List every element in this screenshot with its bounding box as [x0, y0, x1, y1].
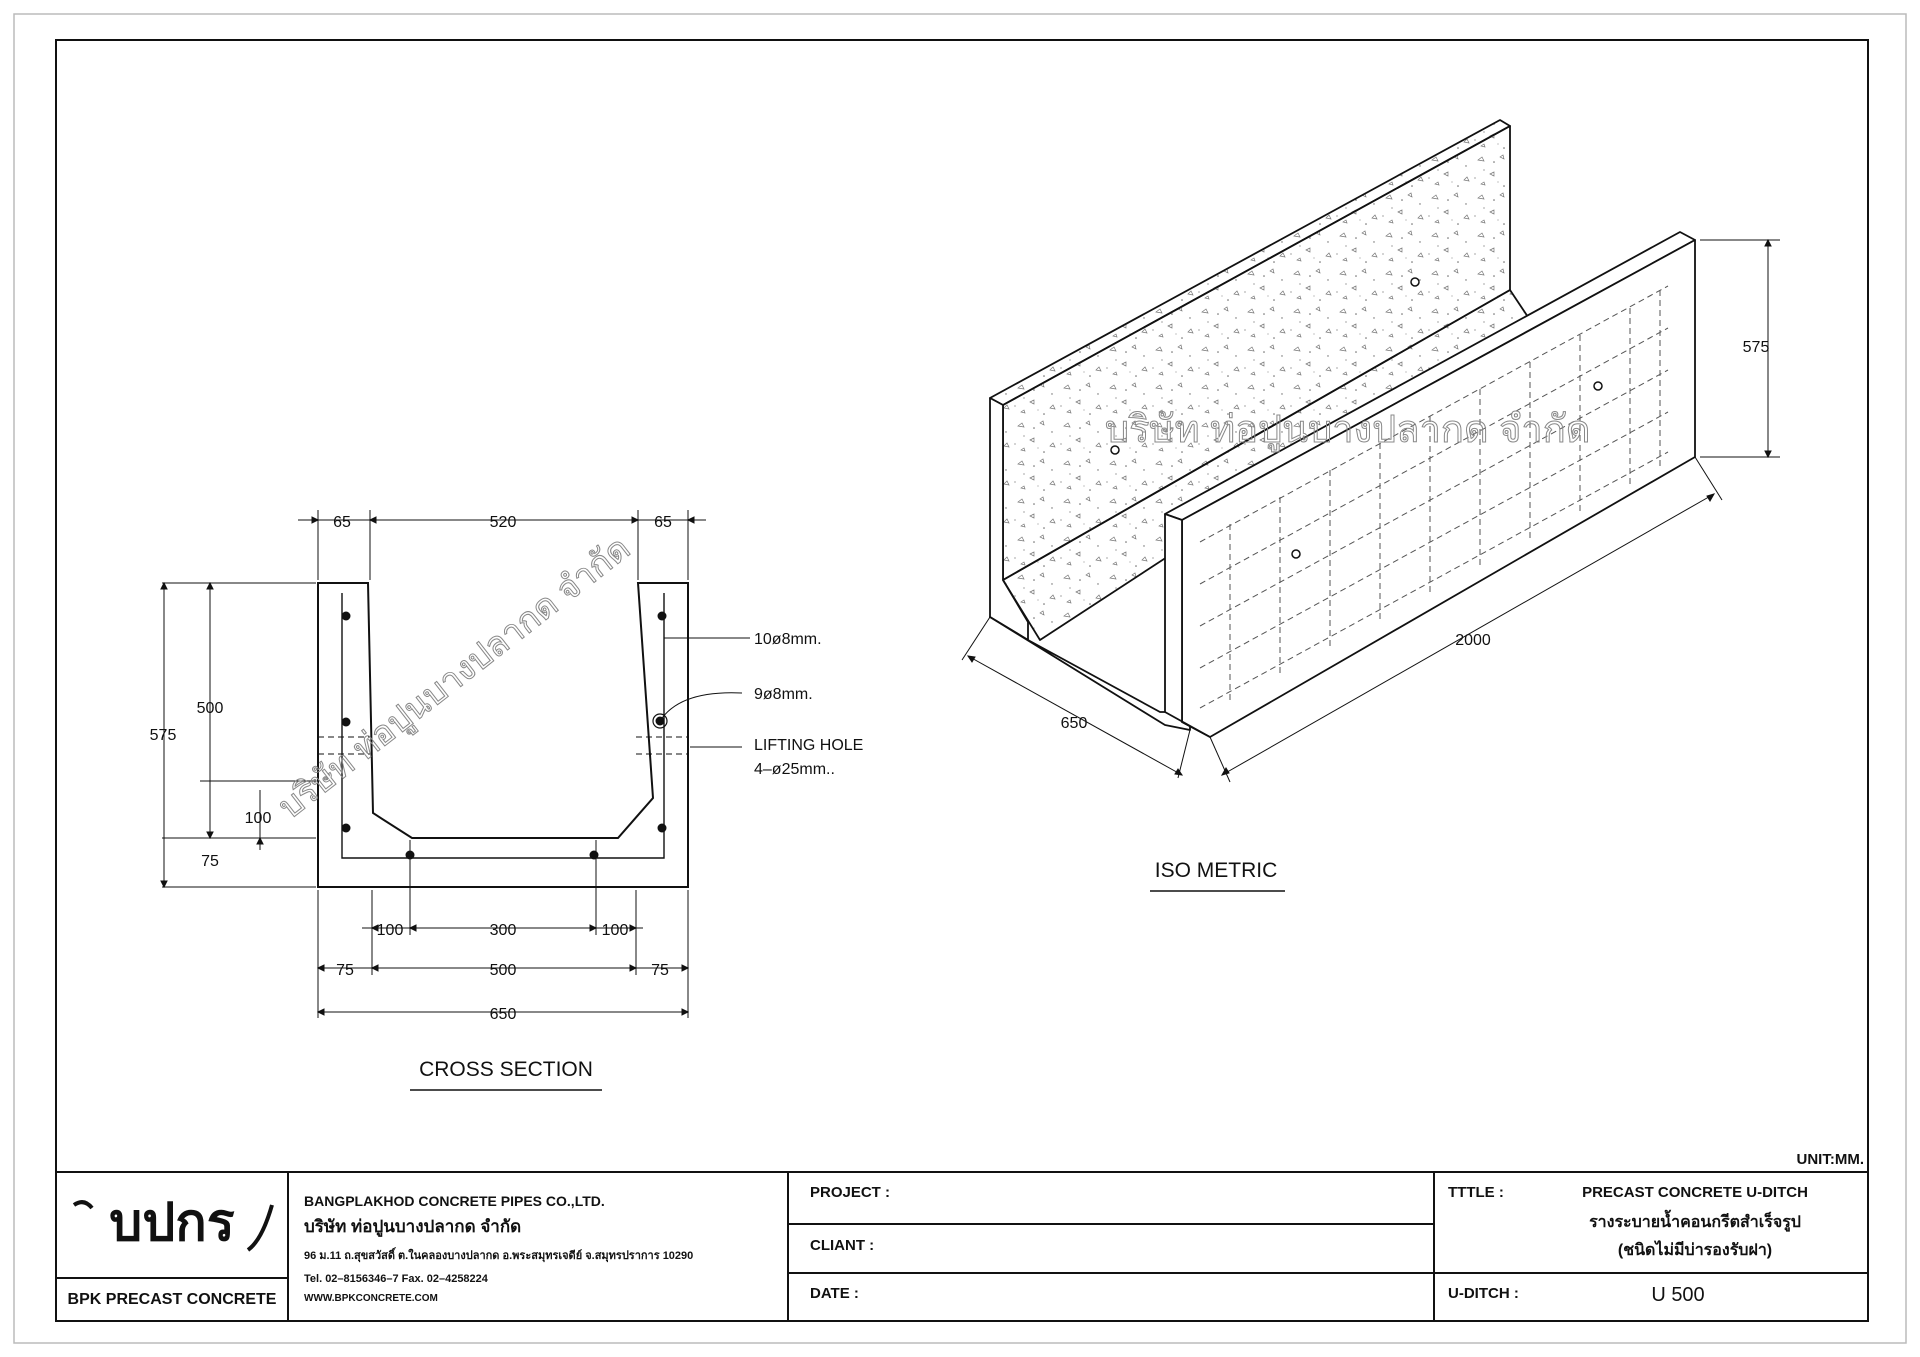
dim-total-height: 575 — [150, 727, 177, 744]
dim-inner-height: 500 — [197, 700, 224, 717]
logo-swash-right — [246, 1204, 274, 1252]
dim-haunch-height: 100 — [245, 810, 272, 827]
dim-base-thickness: 75 — [201, 853, 219, 870]
watermark-isometric: บริษัท ท่อปูนบางปลากด จำกัด — [1105, 409, 1590, 452]
lifting-hole-circle — [652, 713, 668, 729]
iso-lifting-holes — [1110, 277, 1603, 559]
udich-value: U 500 — [1651, 1284, 1704, 1306]
brand-label: BPK PRECAST CONCRETE — [68, 1291, 277, 1308]
dim-floor-width: 300 — [490, 922, 517, 939]
callout-lifting-hole-size: 4–ø25mm.. — [754, 761, 835, 778]
iso-front-wall-end — [1164, 513, 1211, 738]
project-label: PROJECT : — [810, 1184, 890, 1201]
client-label: CLIANT : — [810, 1237, 874, 1254]
company-website: WWW.BPKCONCRETE.COM — [304, 1293, 438, 1304]
dim-left-base-width: 75 — [336, 962, 354, 979]
company-address: 96 ม.11 ถ.สุขสวัสดิ์ ต.ในคลองบางปลากด อ.… — [304, 1247, 693, 1263]
title-block-grid — [56, 1171, 1868, 1321]
udich-label: U-DITCH : — [1448, 1285, 1519, 1302]
cross-section-bottom-dimensions — [316, 840, 690, 1018]
company-name-en: BANGPLAKHOD CONCRETE PIPES CO.,LTD. — [304, 1193, 605, 1209]
dim-top-inner: 520 — [490, 514, 517, 531]
dim-inner-width: 500 — [490, 962, 517, 979]
dim-right-base-width: 75 — [651, 962, 669, 979]
logo-swash-left — [72, 1200, 94, 1210]
company-name-th: บริษัท ท่อปูนบางปลากด จำกัด — [304, 1217, 521, 1238]
title-th-line-1: รางระบายน้ำคอนกรีตสำเร็จรูป — [1589, 1209, 1801, 1233]
watermark-cross-section: บริษัท ท่อปูนบางปลากด จำกัด — [272, 529, 638, 827]
iso-dim-width: 650 — [1061, 715, 1088, 732]
rebar-callout-leaders — [659, 637, 750, 748]
iso-width-dimension — [961, 616, 1191, 779]
company-phone: Tel. 02–8156346–7 Fax. 02–4258224 — [304, 1273, 489, 1285]
iso-length-dimension — [1209, 456, 1723, 783]
title-label: TTTLE : — [1448, 1184, 1504, 1201]
dim-total-width: 650 — [490, 1006, 517, 1023]
rebar-cage — [341, 593, 665, 859]
unit-label: UNIT:MM. — [1797, 1151, 1865, 1168]
dim-right-haunch-width: 100 — [602, 922, 629, 939]
cross-section-drawing — [317, 582, 689, 888]
cross-section-top-dimension — [298, 510, 706, 580]
isometric-drawing — [989, 119, 1696, 738]
iso-height-dimension — [1700, 238, 1780, 459]
title-th-line-2: (ชนิดไม่มีบ่ารองรับฝา) — [1618, 1240, 1772, 1259]
date-label: DATE : — [810, 1285, 859, 1302]
cross-section-left-dimension — [160, 581, 316, 889]
isometric-title: ISO METRIC — [1155, 859, 1278, 882]
drawing-border — [55, 39, 1869, 1322]
company-logo: บปกร — [72, 1194, 274, 1252]
callout-rebar-trans: 9ø8mm. — [754, 686, 813, 703]
iso-rebar-grid — [1199, 285, 1669, 709]
rebar-dots — [341, 611, 667, 860]
dim-left-haunch-width: 100 — [377, 922, 404, 939]
cross-section-title: CROSS SECTION — [419, 1058, 593, 1081]
outer-border — [13, 13, 1907, 1344]
iso-dim-length: 2000 — [1455, 632, 1491, 649]
title-en: PRECAST CONCRETE U-DITCH — [1582, 1184, 1808, 1201]
callout-rebar-long: 10ø8mm. — [754, 631, 822, 648]
iso-dim-height: 575 — [1743, 339, 1770, 356]
dim-top-left-wall: 65 — [333, 514, 351, 531]
dim-top-right-wall: 65 — [654, 514, 672, 531]
lifting-hole-lines — [318, 736, 688, 755]
logo-text: บปกร — [109, 1194, 235, 1252]
callout-lifting-hole: LIFTING HOLE — [754, 737, 863, 754]
u-ditch-section-outline — [317, 582, 689, 888]
